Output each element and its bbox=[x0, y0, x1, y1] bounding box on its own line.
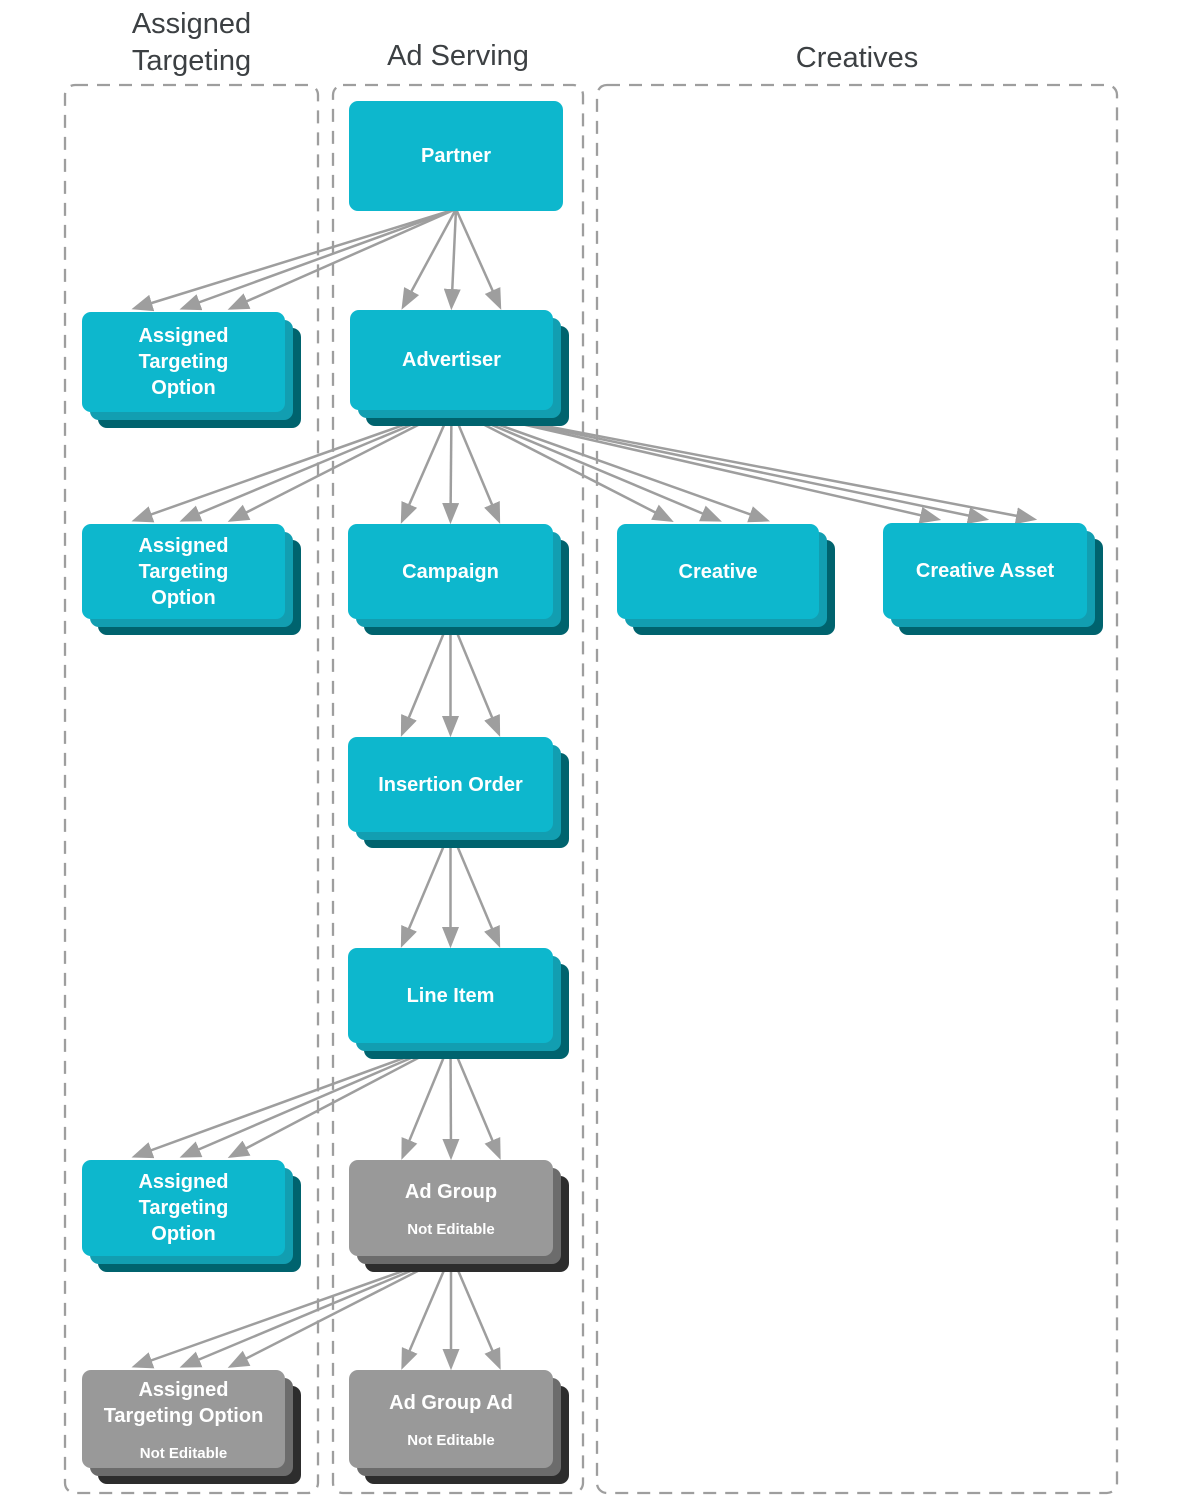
node-advertiser: Advertiser bbox=[350, 310, 569, 426]
column-header-assigned-targeting: Assigned Targeting bbox=[131, 8, 252, 77]
node-card: Insertion Order bbox=[348, 737, 553, 832]
node-label: Advertiser bbox=[402, 349, 501, 371]
node-label: Ad Group bbox=[404, 1180, 498, 1203]
node-sublabel: Not Editable bbox=[407, 1431, 495, 1449]
relation-arrow bbox=[450, 407, 501, 524]
node-line-item: Line Item bbox=[348, 948, 569, 1059]
node-label: Ad Group Ad bbox=[389, 1391, 513, 1414]
node-campaign: Campaign bbox=[348, 524, 569, 635]
relation-arrow bbox=[449, 616, 501, 737]
edge-insertion-order-to-line-item bbox=[400, 829, 501, 949]
relation-arrow bbox=[227, 1252, 452, 1368]
node-label: Assigned Targeting Option bbox=[103, 1378, 264, 1427]
node-card: Assigned Targeting Option bbox=[82, 524, 285, 619]
node-label: Assigned Targeting Option bbox=[138, 325, 229, 399]
node-card: Ad Group Ad Not Editable bbox=[349, 1370, 553, 1468]
relation-arrow bbox=[451, 406, 1038, 525]
node-creative: Creative bbox=[617, 524, 835, 635]
relation-arrow bbox=[400, 829, 452, 948]
node-assigned-targeting-option-3: Assigned Targeting Option bbox=[82, 1160, 301, 1272]
node-card: Line Item bbox=[348, 948, 553, 1043]
node-assigned-targeting-option-1: Assigned Targeting Option bbox=[82, 312, 301, 428]
relation-arrow bbox=[442, 1040, 460, 1161]
relation-arrow bbox=[401, 208, 458, 310]
node-assigned-targeting-option-2: Assigned Targeting Option bbox=[82, 524, 301, 635]
node-label: Insertion Order bbox=[378, 773, 523, 796]
column-header-creatives: Creatives bbox=[795, 42, 919, 74]
node-ad-group-ad: Ad Group Ad Not Editable bbox=[349, 1370, 569, 1484]
relation-arrow bbox=[179, 1252, 452, 1368]
node-card: Creative bbox=[617, 524, 819, 619]
edge-partner-to-advertiser bbox=[401, 208, 502, 311]
node-creative-asset: Creative Asset bbox=[883, 523, 1103, 635]
relation-arrow bbox=[401, 1253, 453, 1370]
relation-arrow bbox=[179, 207, 457, 311]
edge-line-item-to-assigned-targeting-option-3 bbox=[131, 1039, 452, 1159]
edge-campaign-to-insertion-order bbox=[400, 616, 501, 738]
relation-arrow bbox=[179, 1039, 451, 1158]
node-card: Partner bbox=[349, 101, 563, 211]
relation-arrow bbox=[131, 406, 452, 523]
node-insertion-order: Insertion Order bbox=[348, 737, 569, 848]
relation-arrow bbox=[400, 616, 452, 737]
relation-arrow bbox=[454, 208, 502, 310]
node-label: Line Item bbox=[406, 984, 495, 1007]
edge-ad-group-to-ad-group-ad bbox=[401, 1253, 501, 1371]
relation-arrow bbox=[451, 406, 722, 522]
relation-arrow bbox=[227, 1039, 452, 1158]
node-card: Assigned Targeting Option bbox=[82, 312, 285, 412]
edge-advertiser-to-creative-asset bbox=[451, 406, 1038, 525]
relation-arrow bbox=[451, 406, 771, 523]
edge-advertiser-to-assigned-targeting-option-2 bbox=[131, 406, 453, 523]
relation-arrow bbox=[451, 406, 990, 524]
node-card: Assigned Targeting Option bbox=[82, 1160, 285, 1256]
relation-arrow bbox=[443, 208, 461, 311]
node-label: Campaign bbox=[402, 560, 499, 583]
relation-arrow bbox=[400, 407, 453, 524]
relation-arrow bbox=[442, 407, 460, 525]
node-label: Assigned Targeting Option bbox=[138, 534, 229, 609]
column-frame-assigned-targeting bbox=[63, 83, 320, 1495]
node-label: Partner bbox=[420, 145, 492, 167]
relation-arrow bbox=[450, 406, 674, 522]
node-label: Creative Asset bbox=[915, 560, 1055, 582]
relation-arrow bbox=[401, 1040, 452, 1160]
relation-arrow bbox=[131, 1039, 451, 1159]
column-header-ad-serving: Ad Serving bbox=[387, 40, 529, 72]
node-sublabel: Not Editable bbox=[139, 1444, 228, 1462]
node-card: Creative Asset bbox=[883, 523, 1087, 619]
relation-arrow bbox=[451, 406, 942, 524]
relation-arrow bbox=[227, 406, 453, 522]
column-frame-ad-serving bbox=[331, 83, 585, 1495]
edge-partner-to-assigned-targeting-option-1 bbox=[131, 207, 457, 312]
node-label: Assigned Targeting Option bbox=[138, 1171, 229, 1245]
relation-arrow bbox=[449, 1253, 501, 1370]
edge-ad-group-to-assigned-targeting-option-4 bbox=[131, 1252, 452, 1369]
node-card: Campaign bbox=[348, 524, 553, 619]
relation-arrow bbox=[227, 207, 457, 310]
relation-arrow bbox=[449, 829, 501, 948]
relation-arrow bbox=[449, 1040, 501, 1160]
edge-advertiser-to-campaign bbox=[400, 407, 501, 525]
node-sublabel: Not Editable bbox=[407, 1220, 495, 1238]
edge-line-item-to-ad-group bbox=[401, 1040, 501, 1161]
relation-arrow bbox=[179, 406, 452, 522]
relation-arrow bbox=[131, 207, 457, 312]
node-partner: Partner bbox=[349, 101, 563, 211]
column-frame-creatives bbox=[595, 83, 1119, 1495]
relation-arrow bbox=[131, 1252, 452, 1369]
node-card: Advertiser bbox=[350, 310, 553, 410]
edge-advertiser-to-creative bbox=[450, 406, 771, 523]
node-label: Creative bbox=[678, 560, 758, 583]
